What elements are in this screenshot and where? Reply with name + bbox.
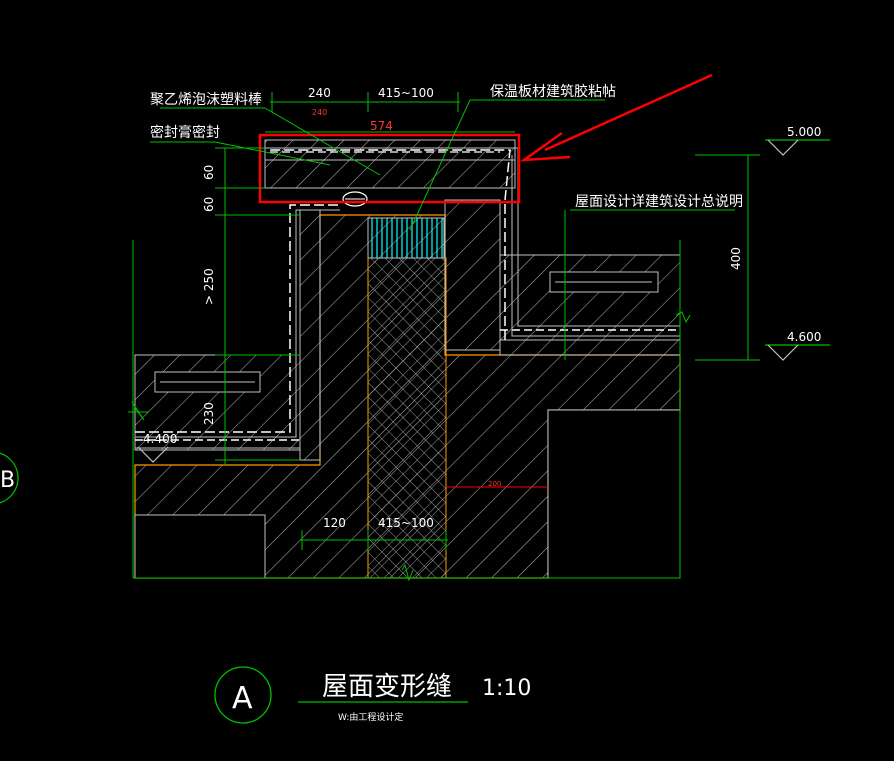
label-foam-rod: 聚乙烯泡沫塑料棒 xyxy=(150,92,262,108)
highlight-box xyxy=(258,133,521,204)
elevation-4400: 4.400 xyxy=(143,432,177,446)
drawing-subtitle: W:由工程设计定 xyxy=(338,711,403,723)
dimension-lines xyxy=(132,92,760,579)
drawing-title: 屋面变形缝 xyxy=(322,672,452,702)
label-roof-design: 屋面设计详建筑设计总说明 xyxy=(575,194,743,210)
elevation-5000: 5.000 xyxy=(787,125,821,139)
elevation-4600: 4.600 xyxy=(787,330,821,344)
break-symbols xyxy=(128,311,691,582)
label-insulation: 保温板材建筑胶粘帖 xyxy=(490,83,616,100)
side-marker: B xyxy=(0,468,15,493)
dim-bot-415: 415~100 xyxy=(378,516,434,530)
dim-small-240: 240 xyxy=(312,108,327,117)
dim-width-574: 574 xyxy=(370,119,393,133)
dim-v-60a: 60 xyxy=(202,165,216,180)
drawing-scale: 1:10 xyxy=(482,676,531,701)
dim-v-60b: 60 xyxy=(202,197,216,212)
dim-top-240: 240 xyxy=(308,86,331,100)
dim-v-230: 230 xyxy=(202,402,216,425)
dim-v-250: > 250 xyxy=(202,268,216,305)
dim-v-400: 400 xyxy=(729,247,743,270)
dim-small-200: 200 xyxy=(488,480,501,488)
label-sealant: 密封膏密封 xyxy=(150,124,220,141)
title-block: A 屋面变形缝 1:10 W:由工程设计定 B xyxy=(0,452,531,724)
dim-bot-120: 120 xyxy=(323,516,346,530)
dim-top-415: 415~100 xyxy=(378,86,434,100)
elevation-markers xyxy=(137,139,830,463)
red-arrow-icon xyxy=(519,73,713,162)
cover-slab xyxy=(264,139,516,207)
detail-marker: A xyxy=(232,681,253,716)
right-roof-layers xyxy=(499,254,681,356)
left-roof-layers xyxy=(134,354,301,451)
